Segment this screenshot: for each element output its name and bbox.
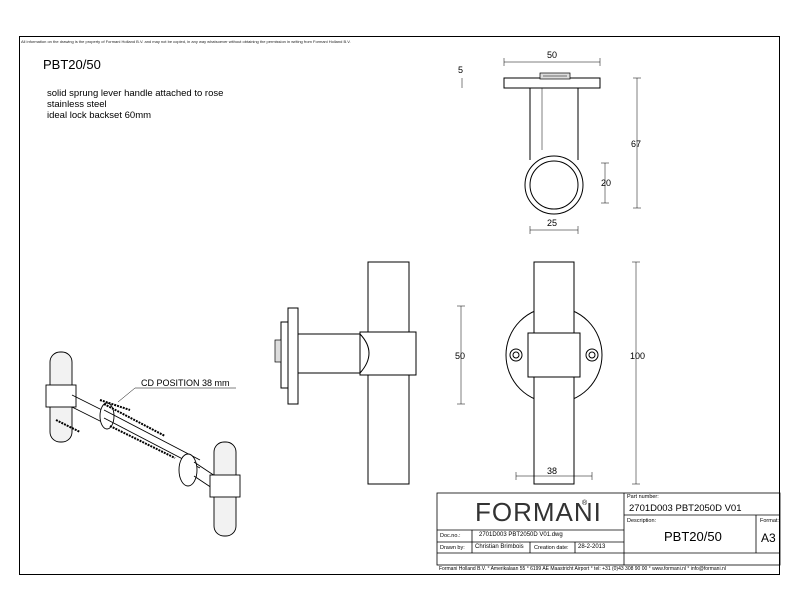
copyright-disclaimer: All information on the drawing is the pr… bbox=[21, 39, 351, 44]
dim-front-width: 38 bbox=[547, 466, 558, 476]
format-label: Format: bbox=[760, 518, 779, 524]
doc-no-label: Doc.no.: bbox=[440, 533, 461, 539]
description-line: ideal lock backset 60mm bbox=[47, 110, 152, 121]
doc-no-value: 2701D003 PBT2050D V01.dwg bbox=[479, 532, 563, 538]
dim-tube-diameter: 20 bbox=[601, 178, 612, 188]
dim-front-height: 100 bbox=[630, 351, 646, 361]
dim-tube-width: 25 bbox=[547, 218, 558, 228]
description-line: stainless steel bbox=[47, 99, 107, 110]
company-contact-footer: Formani Holland B.V. ° Amerikalaan 55 ° … bbox=[439, 566, 726, 572]
description-line: solid sprung lever handle attached to ro… bbox=[47, 88, 224, 99]
top-view bbox=[461, 58, 641, 234]
side-view bbox=[274, 261, 465, 485]
isometric-assembly bbox=[45, 351, 241, 537]
drawing-title: PBT20/50 bbox=[43, 57, 101, 72]
drawn-by-value: Christian Brimbois bbox=[475, 544, 524, 550]
drawing-sheet-border bbox=[19, 36, 780, 575]
part-number-value: 2701D003 PBT2050D V01 bbox=[629, 503, 742, 514]
creation-date-label: Creation date: bbox=[534, 545, 569, 551]
product-description: solid sprung lever handle attached to ro… bbox=[47, 88, 223, 121]
title-block-lines bbox=[436, 492, 781, 566]
dim-total-height: 67 bbox=[631, 139, 642, 149]
cd-position-label: CD POSITION 38 mm bbox=[141, 378, 230, 388]
dim-rose-width: 50 bbox=[547, 50, 558, 60]
formani-logo: FORMANI bbox=[475, 497, 602, 527]
description-value: PBT20/50 bbox=[664, 529, 722, 544]
dim-rose-thickness: 5 bbox=[458, 65, 464, 75]
drawn-by-label: Drawn by: bbox=[440, 545, 465, 551]
dim-side-height: 50 bbox=[455, 351, 466, 361]
part-number-label: Part number: bbox=[627, 494, 659, 500]
description-label: Description: bbox=[627, 518, 657, 524]
format-value: A3 bbox=[761, 531, 776, 545]
registered-mark: ® bbox=[582, 500, 588, 507]
creation-date-value: 28-2-2013 bbox=[578, 544, 606, 550]
front-view bbox=[505, 261, 640, 485]
